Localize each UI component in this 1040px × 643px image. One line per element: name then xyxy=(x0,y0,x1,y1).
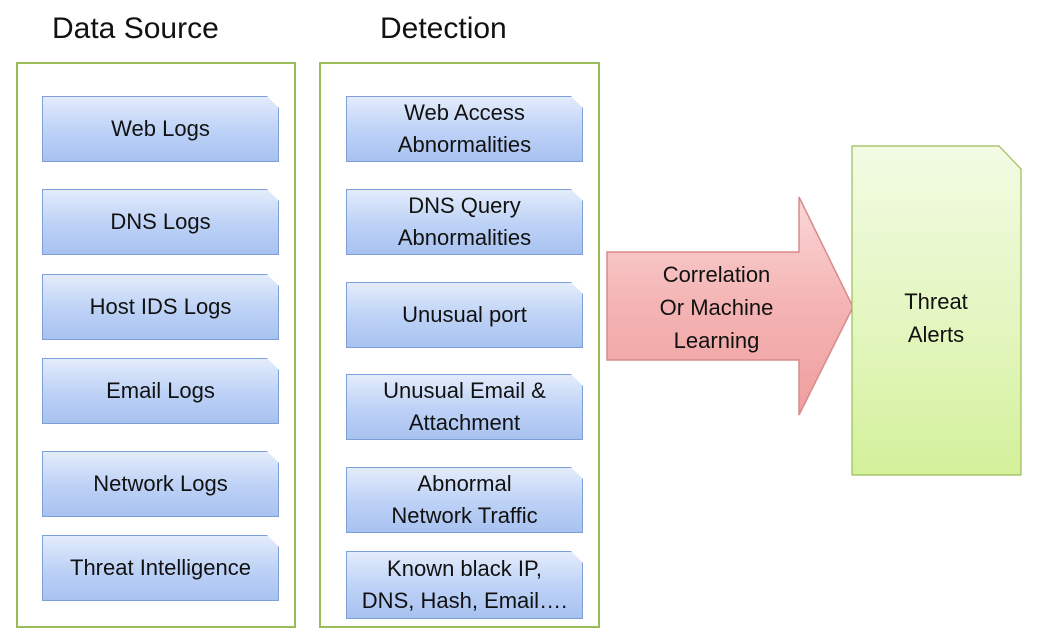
detection-unusual-email: Unusual Email & Attachment xyxy=(346,374,583,440)
data-source-threat-intelligence: Threat Intelligence xyxy=(42,535,279,601)
data-source-dns-logs: DNS Logs xyxy=(42,189,279,255)
card-label: Unusual port xyxy=(402,302,527,327)
card-label: Web Logs xyxy=(111,116,210,141)
arrow-label: Correlation Or Machine Learning xyxy=(659,262,774,353)
card-label: Email Logs xyxy=(106,378,215,403)
card-label: Web Access Abnormalities xyxy=(397,100,532,157)
threat-alerts-label: Threat Alerts xyxy=(904,289,968,347)
detection-unusual-port: Unusual port xyxy=(346,282,583,348)
data-source-title: Data Source xyxy=(52,12,219,45)
data-source-email-logs: Email Logs xyxy=(42,358,279,424)
card-label: Unusual Email & Attachment xyxy=(383,378,546,435)
card-label: DNS Query Abnormalities xyxy=(397,193,532,250)
card-label: Known black IP, DNS, Hash, Email…. xyxy=(361,556,568,613)
card-label: Abnormal Network Traffic xyxy=(391,471,538,528)
card-label: Host IDS Logs xyxy=(89,294,232,319)
threat-alerts-document xyxy=(851,145,1022,476)
card-label: DNS Logs xyxy=(110,209,211,234)
card-label: Threat Intelligence xyxy=(70,555,251,580)
data-source-web-logs: Web Logs xyxy=(42,96,279,162)
detection-title: Detection xyxy=(380,12,507,45)
detection-web-access: Web Access Abnormalities xyxy=(346,96,583,162)
detection-known-black-ip: Known black IP, DNS, Hash, Email…. xyxy=(346,551,583,619)
data-source-host-ids-logs: Host IDS Logs xyxy=(42,274,279,340)
detection-dns-query: DNS Query Abnormalities xyxy=(346,189,583,255)
card-label: Network Logs xyxy=(93,471,228,496)
correlation-arrow xyxy=(606,196,854,416)
data-source-network-logs: Network Logs xyxy=(42,451,279,517)
detection-abnormal-network: Abnormal Network Traffic xyxy=(346,467,583,533)
